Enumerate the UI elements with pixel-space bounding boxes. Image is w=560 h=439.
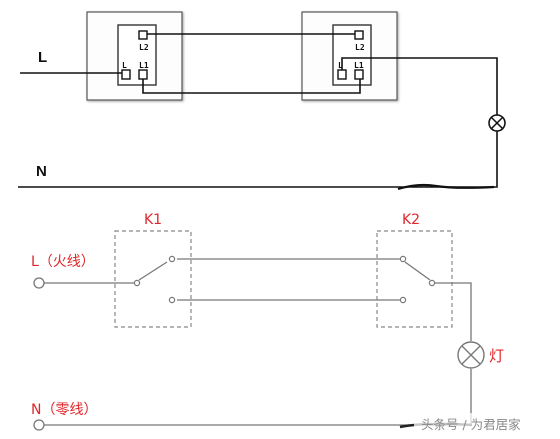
k2-common-contact <box>428 279 436 287</box>
k2-blade <box>404 261 431 281</box>
watermark-text: 头条号 / 为君居家 <box>421 417 521 432</box>
label-live-top: L <box>38 49 47 66</box>
label-neutral-top: N <box>36 163 47 180</box>
switch2-label-l2: L2 <box>355 43 365 52</box>
top-wires <box>18 33 498 188</box>
switch1-terminal-l1 <box>138 69 148 80</box>
k2-contact-bottom <box>399 296 407 304</box>
neutral-label: N（零线） <box>31 402 97 418</box>
lamp-to-neutral-wire <box>400 131 498 188</box>
switch1-label-l2: L2 <box>139 43 149 52</box>
switch2-terminal-l2 <box>354 30 364 40</box>
watermark: 头条号 / 为君居家 <box>414 413 556 435</box>
switch1-label-l1: L1 <box>139 61 149 70</box>
k1-contact-top <box>168 255 176 263</box>
switch2-terminal-l <box>337 69 347 80</box>
switched-wire-to-lamp <box>341 57 498 115</box>
live-terminal <box>33 277 45 289</box>
k2-label: K2 <box>402 212 420 228</box>
k1-common-contact <box>133 279 141 287</box>
switch1-terminal-l2 <box>138 30 148 40</box>
lamp-top-icon <box>488 114 506 132</box>
neutral-terminal <box>33 419 45 431</box>
k2-dashed-box <box>376 230 453 328</box>
lamp-bottom-icon <box>457 341 485 369</box>
live-label: L（火线） <box>31 254 95 270</box>
k2-contact-top <box>399 255 407 263</box>
switch2-label-l1: L1 <box>354 61 364 70</box>
traveller-wire-l1 <box>142 79 361 94</box>
schematic-wires <box>44 258 472 426</box>
k2-to-lamp-wire <box>434 282 472 341</box>
k1-contact-bottom <box>168 296 176 304</box>
switch1-terminal-l <box>121 69 131 80</box>
neutral-joint-mark <box>397 183 495 191</box>
switch2-terminal-l1 <box>354 69 364 80</box>
k1-label: K1 <box>144 212 162 228</box>
lamp-label: 灯 <box>489 347 504 365</box>
switch2-label-l: L <box>338 61 343 70</box>
k1-dashed-box <box>114 230 192 328</box>
physical-wiring-section: L2 L L1 L2 L L1 <box>18 11 506 191</box>
k1-blade <box>138 261 168 281</box>
schematic-section: K1 K2 <box>31 212 504 431</box>
switch1-label-l: L <box>122 61 127 70</box>
